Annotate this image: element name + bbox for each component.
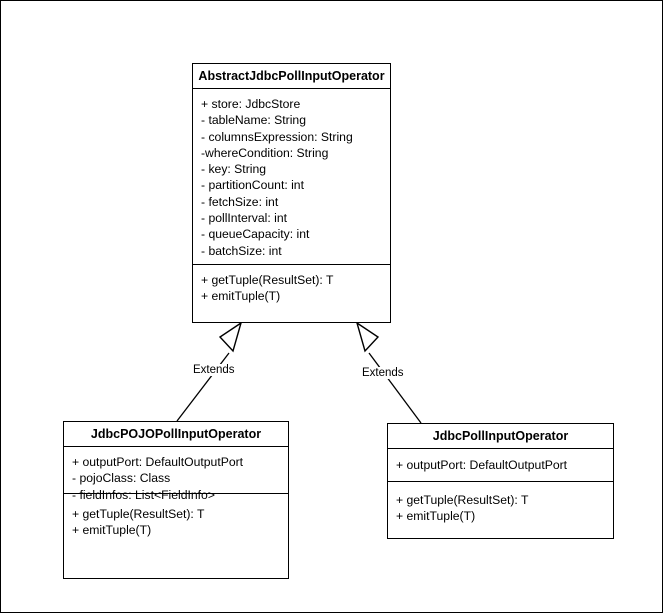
operation-item: + getTuple(ResultSet): T — [201, 273, 334, 287]
operations-compartment-child-right: + getTuple(ResultSet): T + emitTuple(T) — [388, 482, 613, 538]
class-name-jdbc-pojo-poll-input-operator: JdbcPOJOPollInputOperator — [64, 422, 288, 447]
attribute-item: -whereCondition: String — [201, 145, 329, 160]
attributes-compartment-child-right: + outputPort: DefaultOutputPort — [388, 449, 613, 482]
attribute-item: - columnsExpression: String — [201, 129, 353, 144]
operation-item: + emitTuple(T) — [72, 523, 152, 538]
attribute-item: - queueCapacity: int — [201, 227, 310, 242]
generalization-arrowhead-right — [355, 321, 380, 353]
attribute-item: + store: JdbcStore — [201, 97, 301, 111]
operations-compartment-parent: + getTuple(ResultSet): T + emitTuple(T) — [193, 265, 390, 321]
attribute-item: - batchSize: int — [201, 243, 282, 258]
attribute-item: - partitionCount: int — [201, 178, 304, 193]
operation-item: + emitTuple(T) — [396, 509, 476, 524]
attribute-item: + outputPort: DefaultOutputPort — [396, 458, 568, 472]
class-box-jdbc-poll-input-operator[interactable]: JdbcPollInputOperator + outputPort: Defa… — [387, 423, 614, 539]
attributes-compartment-parent: + store: JdbcStore - tableName: String -… — [193, 89, 390, 265]
attribute-item: - pollInterval: int — [201, 211, 288, 226]
relationship-label-extends-right: Extends — [360, 367, 406, 379]
operation-item: + getTuple(ResultSet): T — [396, 493, 529, 507]
generalization-line-right — [368, 352, 422, 424]
generalization-arrowhead-left — [218, 321, 243, 353]
operation-item: + getTuple(ResultSet): T — [72, 507, 205, 521]
attribute-item: - pojoClass: Class — [72, 471, 171, 486]
class-name-abstract-jdbc-poll-input-operator: AbstractJdbcPollInputOperator — [193, 64, 390, 89]
operations-compartment-child-left: + getTuple(ResultSet): T + emitTuple(T) — [64, 494, 288, 578]
attribute-item: + outputPort: DefaultOutputPort — [72, 455, 244, 469]
class-box-abstract-jdbc-poll-input-operator[interactable]: AbstractJdbcPollInputOperator + store: J… — [192, 63, 391, 323]
class-box-jdbc-pojo-poll-input-operator[interactable]: JdbcPOJOPollInputOperator + outputPort: … — [63, 421, 289, 579]
attribute-item: - tableName: String — [201, 113, 306, 128]
class-name-jdbc-poll-input-operator: JdbcPollInputOperator — [388, 424, 613, 449]
relationship-label-extends-left: Extends — [191, 364, 237, 376]
attribute-item: - fieldInfos: List<FieldInfo> — [72, 487, 215, 502]
attribute-item: - fetchSize: int — [201, 194, 279, 209]
attributes-compartment-child-left: + outputPort: DefaultOutputPort - pojoCl… — [64, 447, 288, 502]
operation-item: + emitTuple(T) — [201, 289, 281, 304]
attribute-item: - key: String — [201, 162, 267, 177]
